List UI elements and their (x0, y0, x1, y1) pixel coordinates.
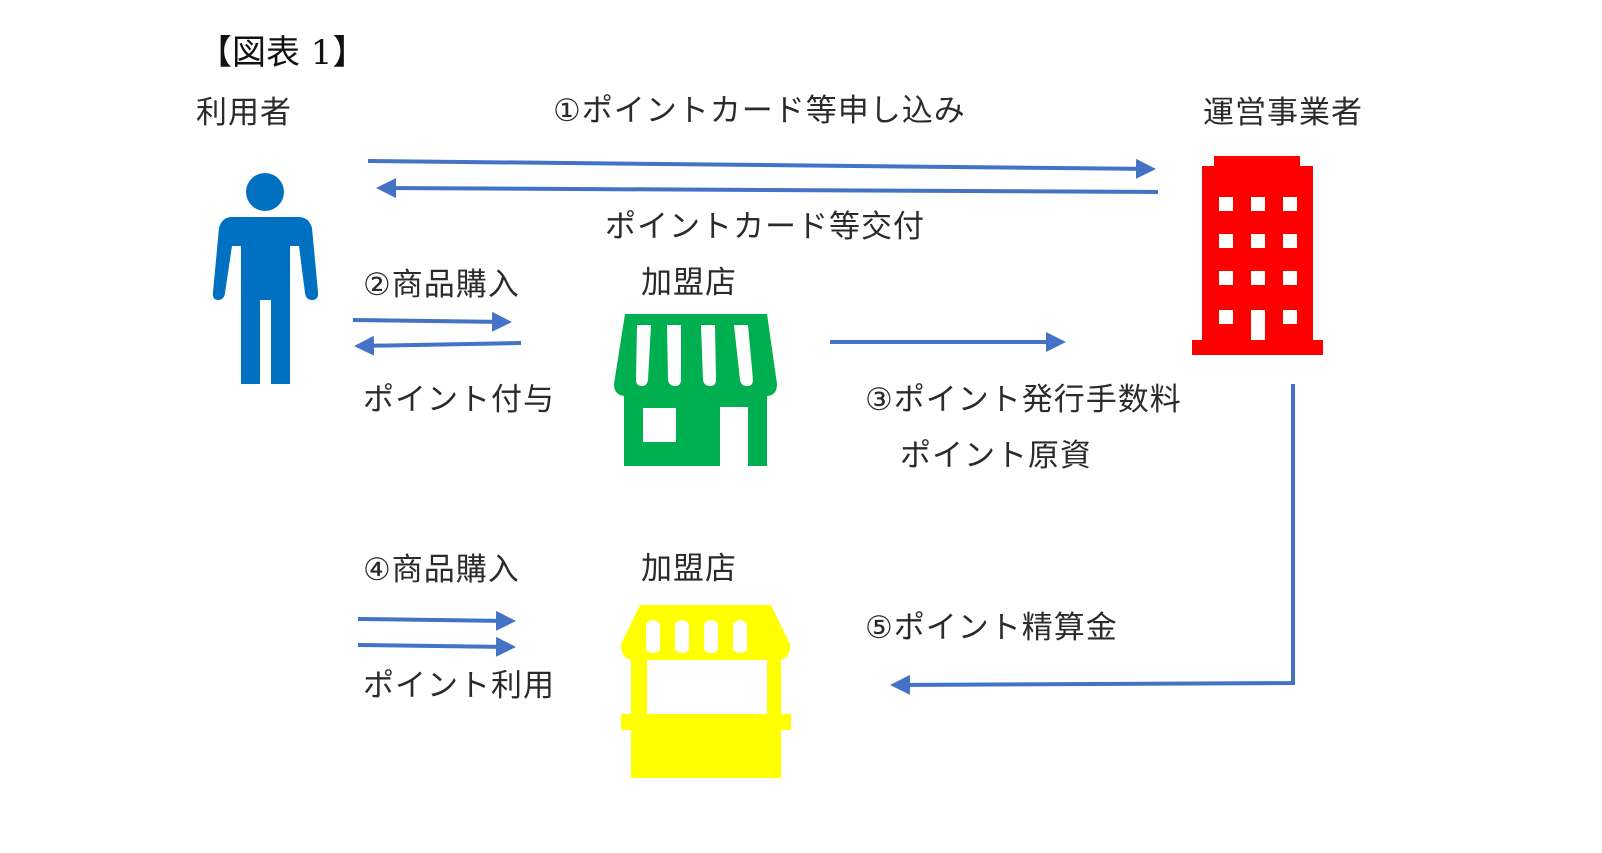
arrow-purchase-2a (357, 610, 516, 631)
actor-operator-label: 運営事業者 (1203, 95, 1363, 131)
arrow-settle (890, 384, 1295, 695)
actor-store-bottom-label: 加盟店 (641, 551, 737, 587)
label-purchase-1: ②商品購入 (363, 267, 520, 303)
arrows (352, 158, 1295, 695)
label-settle: ⑤ポイント精算金 (865, 610, 1118, 646)
figure-label: 【図表 1】 (198, 33, 367, 73)
actor-user-label: 利用者 (196, 95, 292, 131)
label-fee-1: ③ポイント発行手数料 (865, 382, 1182, 418)
label-purchase-2: ④商品購入 (363, 552, 520, 588)
label-fee-2: ポイント原資 (900, 438, 1092, 474)
arrow-purchase-1 (352, 311, 512, 332)
storefront-icon (614, 314, 777, 466)
market-stall-icon (621, 605, 791, 778)
arrow-apply (367, 158, 1156, 179)
label-grant: ポイント付与 (363, 382, 555, 418)
office-building-icon (1192, 156, 1323, 355)
label-issue: ポイントカード等交付 (605, 209, 925, 245)
arrow-issue (376, 178, 1159, 199)
actor-store-top-label: 加盟店 (641, 265, 737, 301)
label-apply: ①ポイントカード等申し込み (553, 93, 966, 129)
arrow-purchase-2b (357, 636, 516, 657)
label-use: ポイント利用 (363, 668, 555, 704)
person-icon (212, 173, 319, 384)
arrow-grant (354, 335, 522, 356)
